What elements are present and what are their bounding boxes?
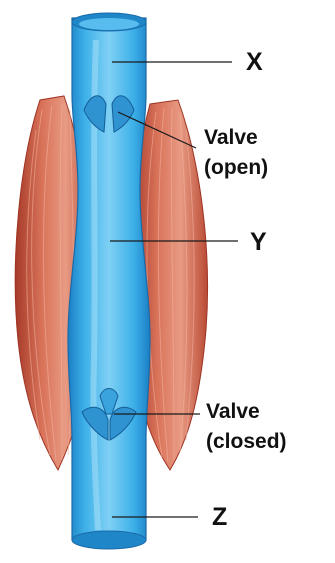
label-valve-open-line1: Valve: [204, 126, 258, 150]
label-y: Y: [250, 228, 267, 257]
vein: [68, 13, 150, 549]
label-valve-closed-line2: (closed): [206, 430, 287, 454]
label-z: Z: [212, 503, 227, 532]
label-valve-open-line2: (open): [204, 156, 268, 180]
label-x: X: [246, 48, 263, 77]
label-valve-closed-line1: Valve: [206, 400, 260, 424]
